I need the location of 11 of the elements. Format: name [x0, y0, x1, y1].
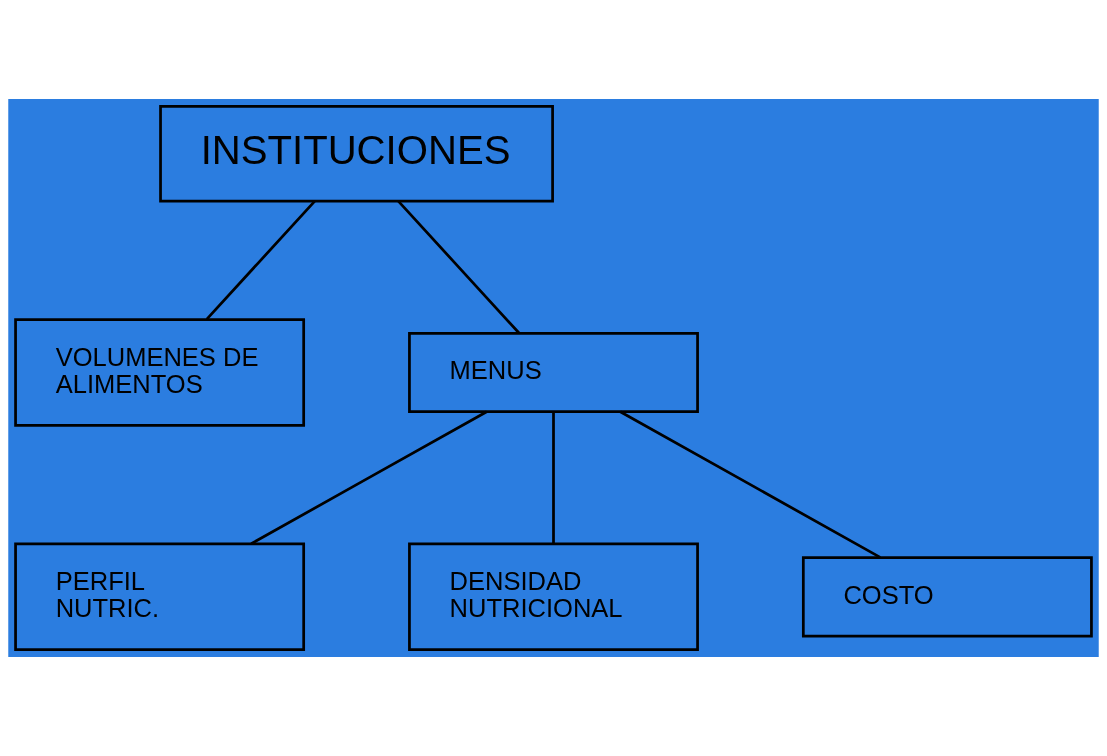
connector [397, 200, 521, 334]
node-box: DENSIDAD NUTRICIONAL [408, 542, 699, 652]
connector [205, 200, 316, 321]
connector [552, 411, 555, 544]
connector [250, 410, 488, 545]
node-box: VOLUMENES DE ALIMENTOS [14, 318, 306, 427]
node-box: PERFIL NUTRIC. [14, 542, 306, 652]
node-box: COSTO [801, 556, 1093, 638]
node-box: INSTITUCIONES [159, 104, 554, 203]
connector [619, 410, 881, 559]
node-box: MENUS [408, 331, 699, 414]
